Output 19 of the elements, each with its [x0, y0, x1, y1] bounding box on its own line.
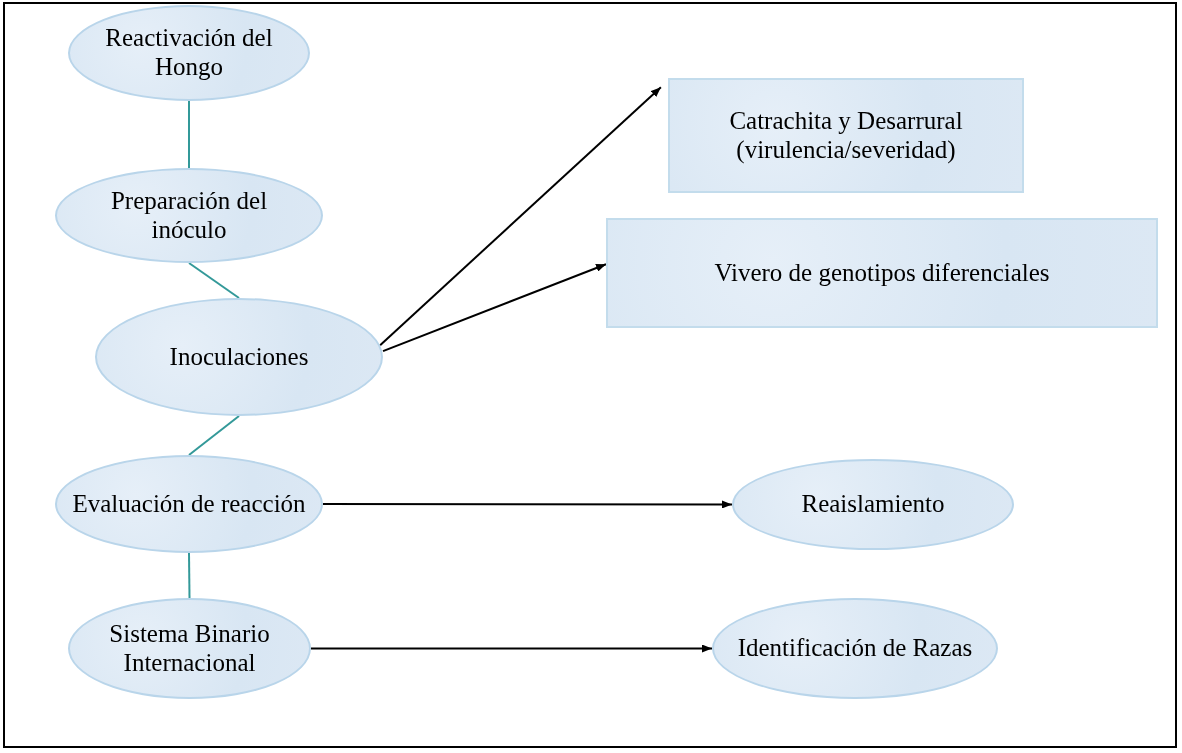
node-label: Reactivación del Hongo — [104, 24, 274, 82]
process-box — [606, 218, 1158, 328]
node-label: Inoculaciones — [169, 342, 309, 372]
connector-line — [188, 100, 190, 169]
node-label: Vivero de genotipos diferenciales — [714, 258, 1050, 288]
node-label: Identificación de Razas — [737, 634, 973, 663]
arrow — [382, 263, 607, 353]
node-label: Catrachita y Desarrural (virulencia/severidad) — [728, 106, 964, 165]
arrow — [322, 500, 733, 509]
arrow — [379, 86, 662, 347]
arrow — [310, 644, 713, 653]
connector-line — [188, 415, 240, 456]
node-label: Reaislamiento — [801, 490, 945, 519]
connector-line — [188, 262, 240, 299]
connector-line — [188, 552, 191, 599]
process-box — [668, 78, 1024, 193]
node-label: Preparación del inóculo — [109, 186, 269, 245]
node-label: Evaluación de reacción — [72, 489, 306, 519]
node-label: Sistema Binario Internacional — [108, 619, 271, 678]
